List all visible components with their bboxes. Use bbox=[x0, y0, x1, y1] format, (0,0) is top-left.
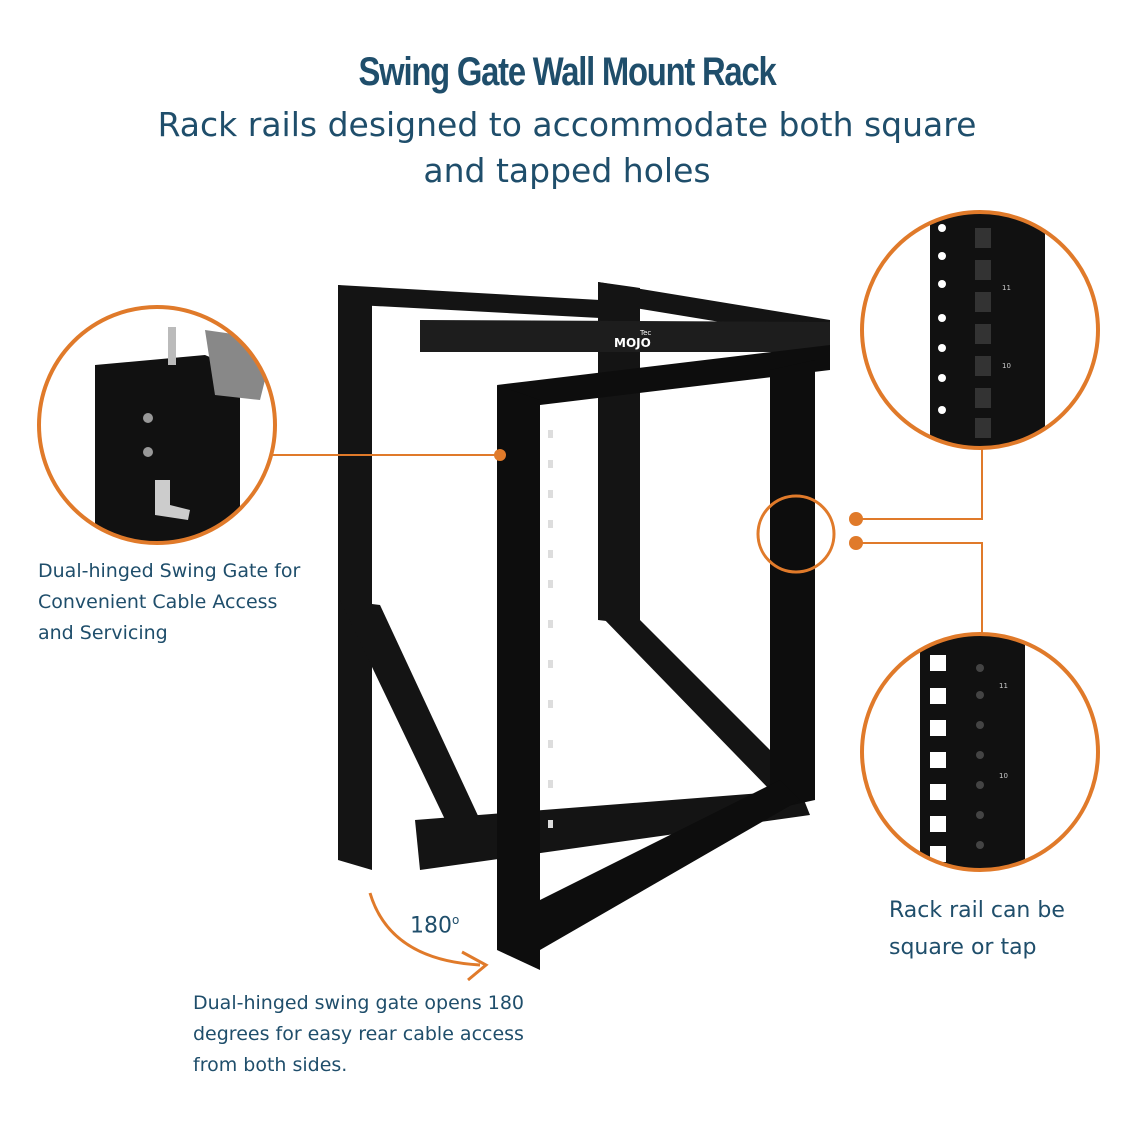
detail-circle bbox=[860, 210, 1100, 450]
rotation-caption: Dual-hinged swing gate opens 180 degrees… bbox=[193, 988, 524, 1081]
rail-square-detail-image bbox=[862, 212, 1098, 448]
rack-back-frame bbox=[338, 282, 830, 870]
rotation-value: 180 bbox=[410, 913, 452, 939]
rail-tapped-detail-image bbox=[862, 634, 1098, 870]
swing-gate-caption: Dual-hinged Swing Gate for Convenient Ca… bbox=[38, 556, 300, 649]
rail-highlight-circle bbox=[756, 494, 836, 574]
caption-line: from both sides. bbox=[193, 1054, 348, 1076]
logo-small: Tec bbox=[639, 329, 651, 337]
page-title: Swing Gate Wall Mount Rack bbox=[358, 50, 777, 94]
rail-number: 11 bbox=[1002, 284, 1011, 292]
caption-line: degrees for easy rear cable access bbox=[193, 1023, 524, 1045]
caption-line: square or tap bbox=[889, 935, 1037, 960]
rail-number: 11 bbox=[999, 682, 1008, 690]
rotation-label: 180o bbox=[410, 913, 459, 938]
caption-line: Dual-hinged Swing Gate for bbox=[38, 560, 301, 582]
hinge-detail-image bbox=[39, 307, 275, 543]
degree-symbol: o bbox=[452, 913, 460, 927]
detail-circle bbox=[860, 632, 1100, 872]
detail-circle bbox=[37, 305, 277, 545]
caption-line: Rack rail can be bbox=[889, 898, 1065, 923]
subtitle-line: and tapped holes bbox=[423, 151, 711, 190]
leader-lines bbox=[273, 449, 983, 982]
caption-line: Dual-hinged swing gate opens 180 bbox=[193, 992, 525, 1014]
subtitle-line: Rack rails designed to accommodate both … bbox=[157, 105, 977, 144]
logo: MOJO bbox=[614, 336, 651, 350]
rack-swing-gate bbox=[497, 345, 830, 970]
subtitle: Rack rails designed to accommodate both … bbox=[0, 102, 1134, 194]
rail-caption: Rack rail can be square or tap bbox=[889, 892, 1065, 966]
caption-line: and Servicing bbox=[38, 622, 168, 644]
caption-line: Convenient Cable Access bbox=[38, 591, 278, 613]
rail-number: 10 bbox=[1002, 362, 1011, 370]
rail-number: 10 bbox=[999, 772, 1008, 780]
